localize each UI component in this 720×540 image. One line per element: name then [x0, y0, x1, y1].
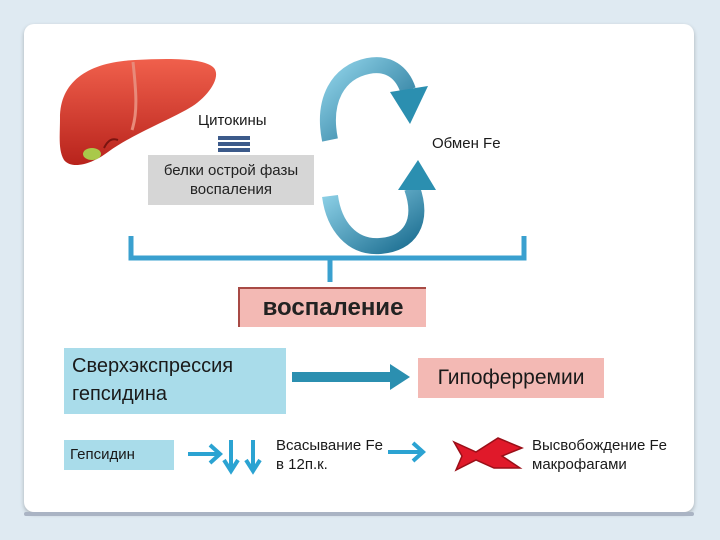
absorption-label: Всасывание Fe в 12п.к. [276, 437, 383, 473]
overexpression-box: Сверхэкспрессия гепсидина [64, 348, 286, 414]
right-arrow-icon [188, 443, 223, 465]
down-arrows-icon [222, 440, 262, 475]
bottom-rule [24, 512, 694, 516]
cytokines-label: Цитокины [198, 112, 267, 129]
right-arrow-icon [292, 364, 410, 390]
release-label: Высвобождение Fe макрофагами [532, 437, 667, 473]
acute-phase-proteins-box: белки острой фазы воспаления [148, 155, 314, 205]
right-arrow-icon [388, 441, 426, 463]
cycle-arrows-icon [319, 57, 436, 255]
hepcidin-box: Гепсидин [64, 440, 174, 470]
liver-icon [59, 58, 217, 166]
bracket-icon [128, 236, 527, 282]
hypoferremia-box: Гипоферремии [418, 358, 604, 398]
inflammation-box: воспаление [238, 287, 426, 327]
fe-exchange-label: Обмен Fe [432, 135, 501, 152]
equals-icon [218, 136, 250, 154]
red-cross-icon [452, 437, 524, 472]
